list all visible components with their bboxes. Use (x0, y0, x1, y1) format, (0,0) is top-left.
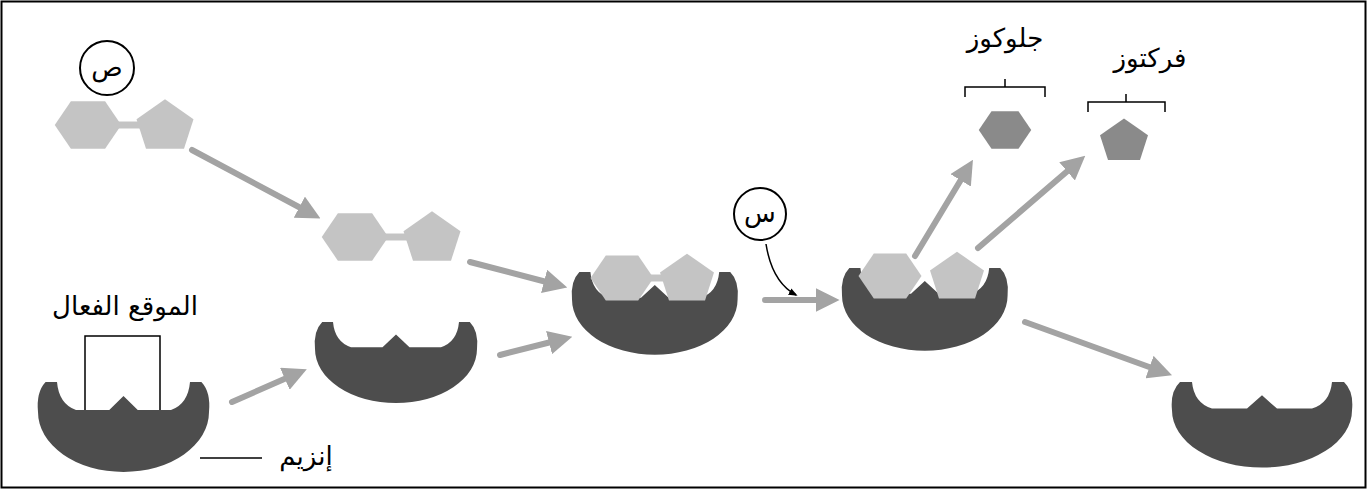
leader-line (200, 457, 262, 459)
flow-arrow (192, 150, 312, 214)
glucose-unit (322, 213, 389, 261)
label-bracket (965, 79, 1045, 97)
flow-arrow (232, 373, 298, 402)
glycosidic-bond (118, 122, 140, 129)
active-site-bracket (85, 336, 160, 410)
part-label: فركتوز (1112, 42, 1189, 76)
fructose-product (1100, 118, 1148, 160)
leader-arrow (766, 244, 796, 295)
part-label: إنزيم (277, 440, 334, 474)
glucose-unit (859, 254, 922, 299)
flow-arrow (915, 168, 968, 256)
glucose-unit (591, 256, 654, 301)
flow-arrow (1025, 322, 1163, 372)
enzyme-shape (315, 322, 478, 403)
flow-arrow (978, 162, 1078, 248)
fructose-unit (404, 211, 461, 260)
fructose-unit (137, 99, 194, 148)
part-label: الموقع الفعال (50, 290, 200, 324)
fructose-unit (930, 252, 984, 299)
part-label: جلوكوز (965, 22, 1045, 56)
callout-circle: ص (79, 40, 135, 96)
glucose-unit (55, 101, 122, 149)
enzyme-shape (38, 382, 210, 472)
flow-arrow (470, 262, 558, 285)
enzyme-shape (1172, 382, 1353, 468)
glycosidic-bond (385, 234, 407, 241)
callout-letter: ص (91, 52, 122, 83)
flow-arrow (500, 339, 563, 355)
fructose-unit (660, 254, 714, 301)
callout-circle: س (733, 187, 788, 242)
flow-arrow (765, 297, 830, 303)
label-bracket (1088, 94, 1165, 112)
callout-letter: س (744, 198, 776, 229)
glucose-product (979, 111, 1032, 149)
